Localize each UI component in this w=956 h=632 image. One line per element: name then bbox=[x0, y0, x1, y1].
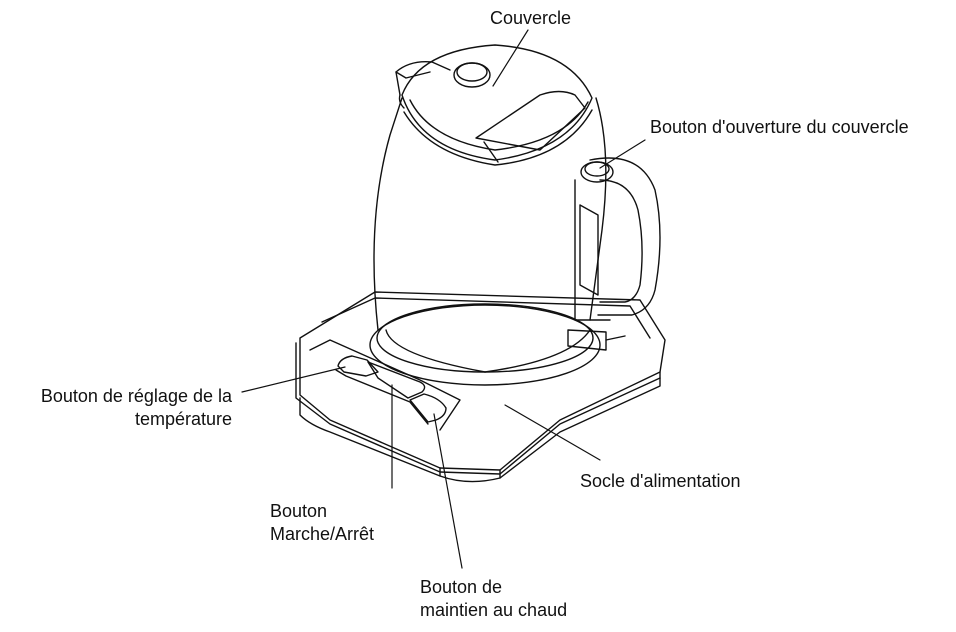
label-lid: Couvercle bbox=[490, 8, 572, 28]
leader-lines bbox=[241, 29, 646, 569]
kettle-lid bbox=[401, 44, 593, 166]
label-temperature-button: Bouton de réglage de la température bbox=[40, 386, 232, 429]
label-lid-open-button: Bouton d'ouverture du couvercle bbox=[650, 117, 909, 137]
kettle-handle bbox=[567, 157, 661, 351]
label-power-base: Socle d'alimentation bbox=[580, 471, 741, 491]
lid-open-button-shape bbox=[580, 161, 614, 183]
label-keep-warm-button: Bouton de maintien au chaud bbox=[420, 577, 568, 620]
power-base bbox=[295, 291, 666, 483]
kettle-bottom-ring bbox=[369, 304, 601, 386]
label-power-button: Bouton Marche/Arrêt bbox=[270, 501, 375, 544]
control-panel bbox=[335, 355, 447, 425]
kettle-body bbox=[373, 97, 607, 373]
